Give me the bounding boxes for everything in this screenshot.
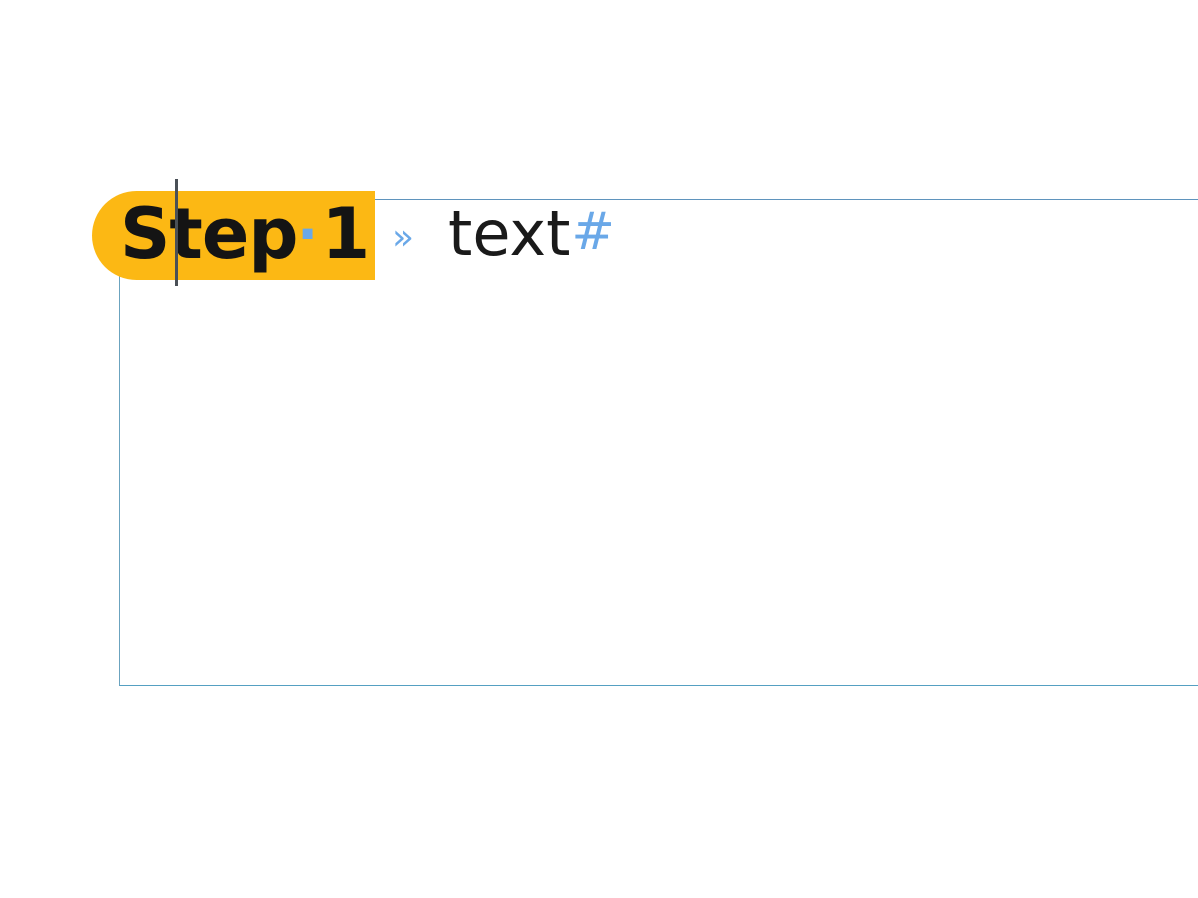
- step-number-label: 1: [321, 192, 370, 275]
- anchor-hash-icon[interactable]: #: [571, 201, 615, 262]
- heading-line[interactable]: Step · 1 » text #: [0, 178, 1198, 288]
- step-highlight-chip[interactable]: Step · 1: [92, 191, 376, 280]
- chevron-double-right-icon: »: [392, 216, 415, 258]
- step-word-label: Step: [120, 192, 298, 275]
- heading-trailing-content[interactable]: » text #: [392, 191, 615, 280]
- text-caret[interactable]: [175, 179, 178, 286]
- heading-body-text: text: [448, 196, 571, 270]
- space-marker-dot: ·: [297, 193, 322, 272]
